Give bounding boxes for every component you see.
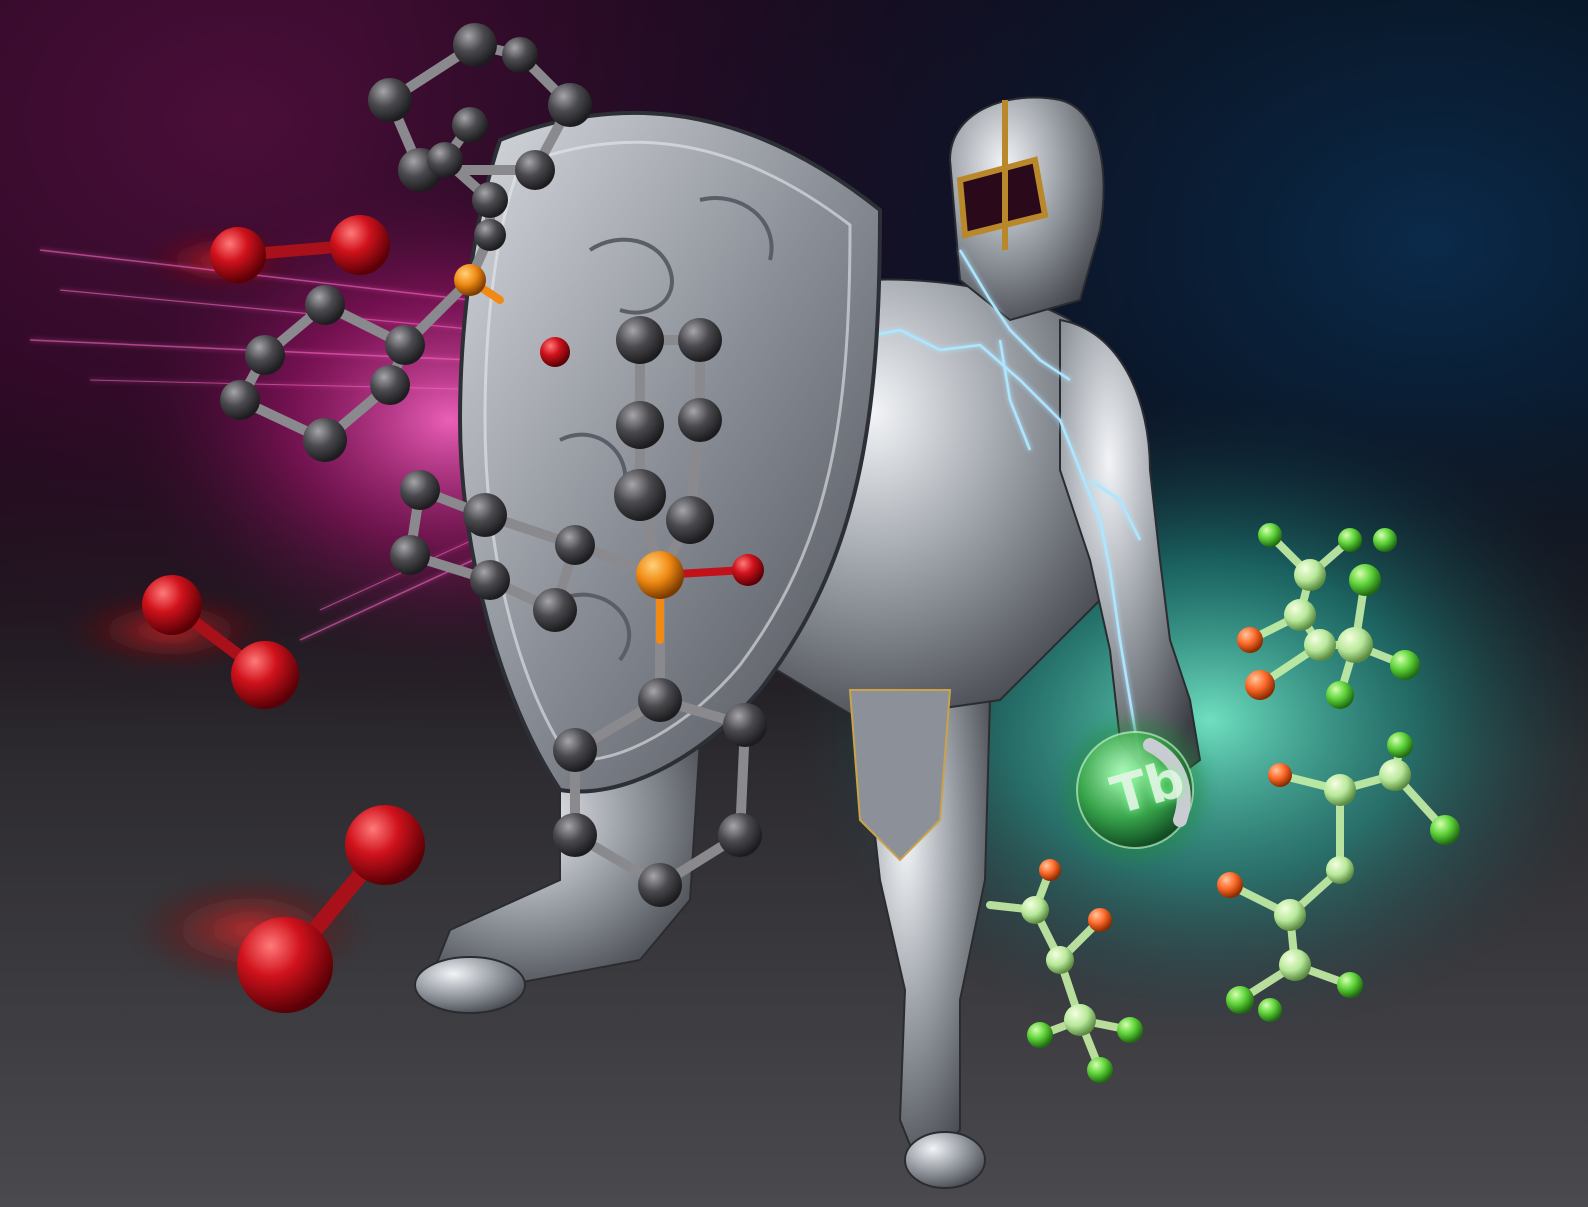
knight-armor-icon <box>414 96 1202 1189</box>
phosphine-oxide-molecule-icon <box>220 23 767 907</box>
left-sabaton <box>414 956 526 1014</box>
ligand-molecules <box>986 523 1460 1083</box>
terbium-sphere-icon <box>1065 720 1205 860</box>
right-sabaton <box>904 1131 986 1189</box>
o2-molecule-icon <box>142 575 299 709</box>
tasset <box>848 689 952 862</box>
o2-molecule-icon <box>210 215 390 283</box>
gauntlet-fingers <box>1143 738 1191 827</box>
lightning-icon <box>849 249 1142 761</box>
phosphorus-atom <box>636 551 684 599</box>
o2-molecule-icon <box>237 805 425 1013</box>
